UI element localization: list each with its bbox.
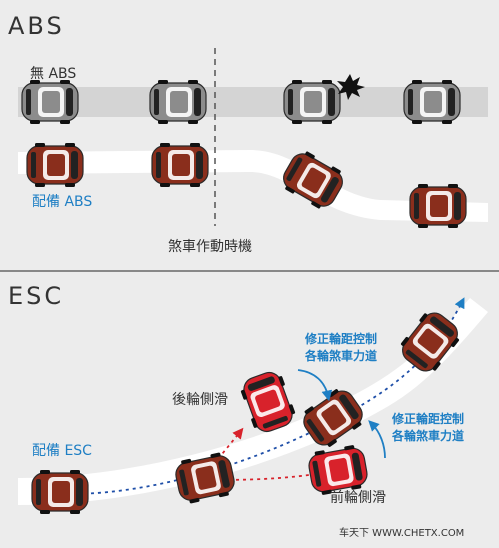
label-with-esc: 配備 ESC — [32, 443, 92, 459]
gray-car-1 — [21, 79, 79, 125]
panel-divider — [0, 270, 499, 272]
road-with-abs — [18, 150, 488, 222]
abs-panel-background — [0, 0, 499, 270]
gray-car-2 — [149, 79, 207, 125]
brown-car-1 — [26, 142, 84, 188]
brown-car-4 — [409, 183, 467, 229]
correction-top-line-1: 修正輪距控制 — [304, 331, 377, 346]
correction-bottom-line-2: 各輪煞車力道 — [391, 428, 464, 443]
label-without-abs: 無 ABS — [30, 66, 76, 82]
correction-arrow-bottom — [368, 420, 386, 459]
correction-bottom-line-1: 修正輪距控制 — [391, 411, 464, 426]
label-understeer: 前輪側滑 — [330, 489, 386, 506]
esc-panel-title: ESC — [8, 282, 64, 310]
crash-burst-icon — [337, 74, 365, 100]
gray-car-3 — [283, 79, 341, 125]
label-braking-moment: 煞車作動時機 — [168, 238, 252, 255]
correction-arrow-top — [297, 369, 333, 402]
abs-panel-title: ABS — [8, 12, 65, 40]
watermark: 车天下 WWW.CHETX.COM — [339, 526, 464, 539]
label-with-abs: 配備 ABS — [32, 194, 92, 210]
esc-brown-car-1 — [31, 469, 89, 515]
brown-car-2 — [151, 142, 209, 188]
label-oversteer: 後輪側滑 — [172, 391, 228, 408]
gray-car-4 — [403, 79, 461, 125]
correction-top-line-2: 各輪煞車力道 — [304, 348, 377, 363]
